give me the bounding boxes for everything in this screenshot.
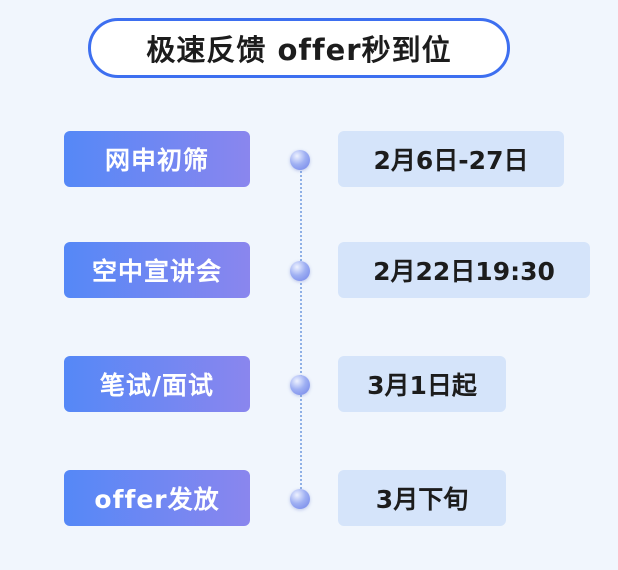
stage-label-online-presentation: 空中宣讲会 bbox=[64, 242, 250, 298]
page-title: 极速反馈 offer秒到位 bbox=[88, 18, 510, 78]
timeline-dot bbox=[290, 489, 310, 509]
stage-label-exam-interview: 笔试/面试 bbox=[64, 356, 250, 412]
timeline-dot bbox=[290, 375, 310, 395]
timeline-connector bbox=[300, 160, 302, 500]
stage-date: 3月1日起 bbox=[338, 356, 506, 412]
stage-label-online-application: 网申初筛 bbox=[64, 131, 250, 187]
stage-date: 2月22日19:30 bbox=[338, 242, 590, 298]
timeline-dot bbox=[290, 150, 310, 170]
timeline-dot bbox=[290, 261, 310, 281]
stage-date: 3月下旬 bbox=[338, 470, 506, 526]
stage-label-offer: offer发放 bbox=[64, 470, 250, 526]
stage-date: 2月6日-27日 bbox=[338, 131, 564, 187]
